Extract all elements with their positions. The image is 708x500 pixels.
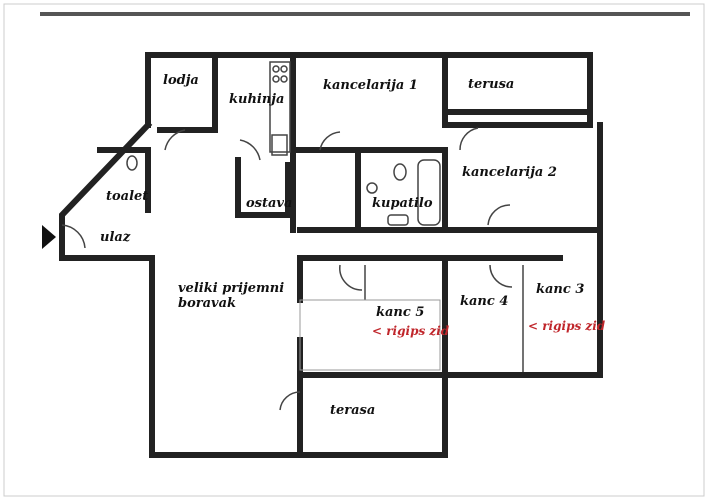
- door-swings: [61, 127, 513, 411]
- room-label-kuhinja: kuhinja: [229, 92, 284, 107]
- washbasin: [366, 182, 378, 194]
- toilet: [126, 155, 138, 171]
- stove-burner: [272, 65, 280, 73]
- outer-walls: [59, 52, 603, 458]
- annotation-rigips-zid-kanc3: < rigips zid: [528, 319, 606, 333]
- room-label-lodja: lodja: [163, 73, 199, 88]
- kitchen-counter: [269, 61, 291, 153]
- stove-burner: [280, 75, 288, 83]
- toilet: [393, 163, 407, 181]
- room-label-ostava: ostava: [246, 196, 292, 211]
- room-label-boravak-line1: veliki prijemni: [178, 281, 284, 296]
- annotation-rigips-zid-kanc5: < rigips zid: [372, 324, 450, 338]
- bath-sink: [387, 214, 409, 226]
- room-label-kanc-3: kanc 3: [536, 282, 584, 297]
- room-label-boravak-line2: boravak: [178, 296, 236, 311]
- room-label-terasa: terasa: [330, 403, 375, 418]
- room-label-toalet: toalet: [106, 189, 148, 204]
- kitchen-sink: [271, 134, 288, 156]
- bathtub: [417, 159, 441, 226]
- room-label-kancelarija-2: kancelarija 2: [462, 165, 557, 180]
- room-label-kupatilo: kupatilo: [372, 196, 433, 211]
- fixtures: [126, 61, 441, 371]
- stove-burner: [272, 75, 280, 83]
- entrance-arrow-icon: [42, 225, 56, 249]
- kanc5-outline: [299, 299, 441, 371]
- room-label-kancelarija-1: kancelarija 1: [323, 78, 418, 93]
- room-label-ulaz: ulaz: [100, 230, 131, 245]
- room-label-terusa: terusa: [468, 77, 514, 92]
- room-label-kanc-4: kanc 4: [460, 294, 508, 309]
- stove-burner: [280, 65, 288, 73]
- room-label-kanc-5: kanc 5: [376, 305, 424, 320]
